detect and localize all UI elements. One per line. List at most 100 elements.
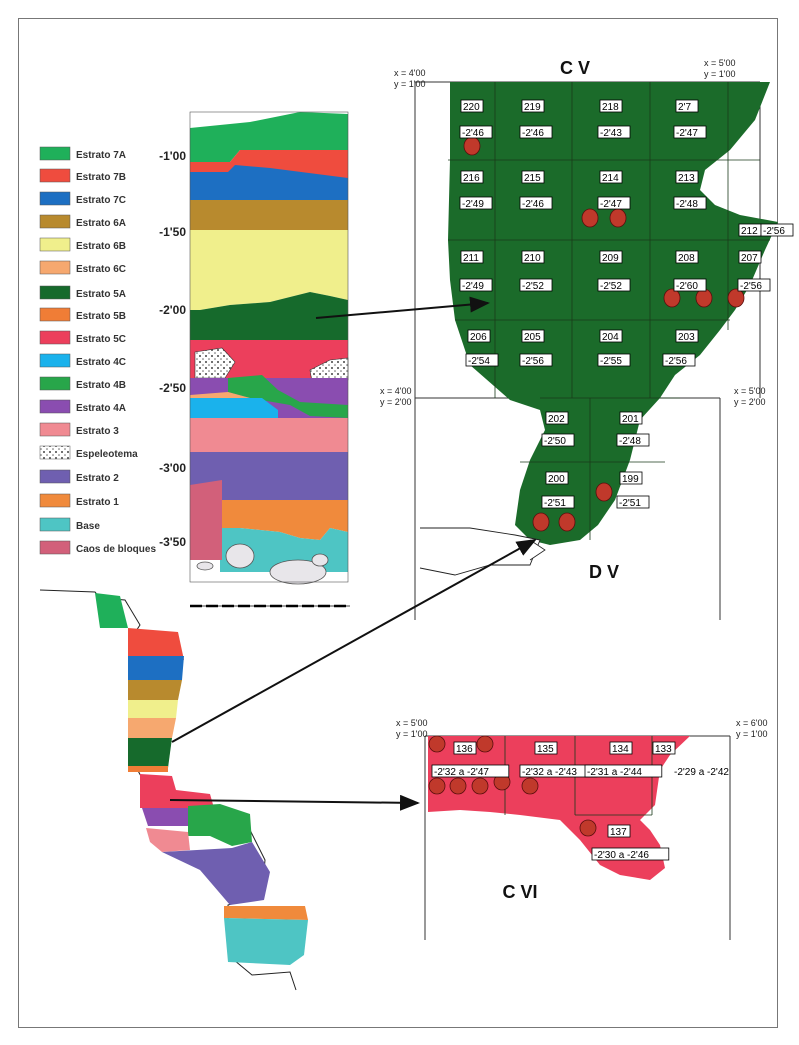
legend-label: Estrato 7A xyxy=(76,150,126,161)
legend-swatch xyxy=(39,237,71,252)
square-depth: -2'32 a -2'47 xyxy=(434,767,489,778)
legend-item: Base xyxy=(39,517,100,532)
square-number: 204 xyxy=(602,332,619,343)
coord-label: y = 1'00 xyxy=(394,79,426,89)
square-number: 136 xyxy=(456,744,473,755)
layer-4c xyxy=(190,398,278,418)
square-depth: -2'56 xyxy=(522,356,544,367)
coord-label: x = 5'00 xyxy=(396,718,428,728)
profile-layer-5a xyxy=(128,738,172,768)
legend-label: Estrato 7C xyxy=(76,195,126,206)
profile-layer-5c xyxy=(140,774,214,808)
profile-layer-1 xyxy=(224,906,308,920)
legend-item: Estrato 7C xyxy=(39,191,126,206)
legend-swatch xyxy=(39,330,71,345)
layer-1 xyxy=(220,500,348,540)
square-number: 199 xyxy=(622,474,639,485)
legend-swatch xyxy=(39,376,71,391)
layer-7a xyxy=(190,112,348,162)
legend-label: Estrato 2 xyxy=(76,473,119,484)
legend-label: Base xyxy=(76,521,100,532)
coord-label: y = 1'00 xyxy=(736,729,768,739)
legend-swatch xyxy=(39,146,71,161)
layer-5a xyxy=(190,292,348,340)
cv-grid xyxy=(448,82,770,540)
square-number: 208 xyxy=(678,253,695,264)
profile-layer-7a xyxy=(95,593,128,628)
square-depth: -2'46 xyxy=(522,128,544,139)
square-label: 210-2'52 xyxy=(519,250,553,292)
block-rock-1 xyxy=(225,543,255,569)
legend-swatch xyxy=(39,517,71,532)
profile-layer-6b xyxy=(128,700,178,718)
legend-item: Estrato 4B xyxy=(39,376,126,391)
coord-label: y = 1'00 xyxy=(396,729,428,739)
legend-item: Estrato 3 xyxy=(39,422,119,437)
profile-layer-5b xyxy=(128,766,168,772)
figure-frame xyxy=(18,18,778,1028)
legend-label: Estrato 6C xyxy=(76,264,126,275)
profile-layer-6a xyxy=(128,680,182,700)
layer-caos-bloques xyxy=(190,480,222,560)
square-number: 216 xyxy=(463,173,480,184)
square-label: 213-2'48 xyxy=(673,170,707,210)
layer-6b xyxy=(190,230,348,310)
dv-outline xyxy=(419,527,541,576)
square-label: 199-2'51 xyxy=(616,471,650,509)
square-number: 214 xyxy=(602,173,619,184)
profile-layer-7c xyxy=(128,656,184,680)
square-number: 215 xyxy=(524,173,541,184)
arrow-5c-to-cvi xyxy=(169,794,420,811)
legend-label: Estrato 3 xyxy=(76,426,119,437)
square-label: 205 -2'56 xyxy=(519,329,553,367)
legend-swatch xyxy=(39,214,71,229)
depth-label: -3'00 xyxy=(159,461,186,475)
square-depth: -2'47 xyxy=(676,128,698,139)
legend-label: Estrato 6B xyxy=(76,241,126,252)
profile-layer-4b xyxy=(188,804,252,846)
legend-swatch xyxy=(39,191,71,206)
square-depth: -2'54 xyxy=(468,356,490,367)
square-depth: -2'56 xyxy=(665,356,687,367)
square-depth: -2'50 xyxy=(544,436,566,447)
profile-layer-2 xyxy=(162,842,270,905)
arrow-5a-to-cv xyxy=(315,296,490,319)
square-depth: -2'46 xyxy=(522,199,544,210)
square-number: 207 xyxy=(741,253,758,264)
legend-item: Estrato 7A xyxy=(39,146,126,161)
coord-label: y = 1'00 xyxy=(704,69,736,79)
depth-label: -3'50 xyxy=(159,535,186,549)
square-number: 213 xyxy=(678,173,695,184)
square-label: 216-2'49 xyxy=(459,170,493,210)
square-number: 205 xyxy=(524,332,541,343)
square-depth: -2'43 xyxy=(600,128,622,139)
square-number: 202 xyxy=(548,414,565,425)
square-labels: 220-2'46219-2'46218-2'432'7-2'47216-2'49… xyxy=(431,99,794,861)
layer-3 xyxy=(190,418,348,452)
square-depth: -2'55 xyxy=(600,356,622,367)
square-label: 201-2'48 xyxy=(616,411,650,447)
legend-item: Estrato 5B xyxy=(39,307,126,322)
legend-swatch xyxy=(39,260,71,275)
coord-label: x = 4'00 xyxy=(394,68,426,78)
legend-item: Estrato 4C xyxy=(39,353,126,368)
profile-layer-base xyxy=(224,918,308,965)
arrow-profile-to-dv xyxy=(171,539,537,743)
plan-cvi: C VI x = 5'00 y = 1'00 x = 6'00 y = 1'00 xyxy=(396,718,768,940)
legend-item: Estrato 6C xyxy=(39,260,126,275)
legend-item: Estrato 6A xyxy=(39,214,126,229)
square-number: 203 xyxy=(678,332,695,343)
coord-label: x = 5'00 xyxy=(704,58,736,68)
square-label: 208-2'60 xyxy=(673,250,707,292)
depth-label: -2'50 xyxy=(159,381,186,395)
legend-item: Estrato 1 xyxy=(39,493,119,508)
coord-label: x = 6'00 xyxy=(736,718,768,728)
legend-swatch xyxy=(39,493,71,508)
square-number: 133 xyxy=(655,744,672,755)
legend-label: Estrato 7B xyxy=(76,172,126,183)
square-depth: -2'49 xyxy=(462,281,484,292)
block-rock-2 xyxy=(269,559,327,585)
square-label: 134-2'31 a -2'44 xyxy=(584,741,663,778)
square-label: 220-2'46 xyxy=(459,99,493,139)
